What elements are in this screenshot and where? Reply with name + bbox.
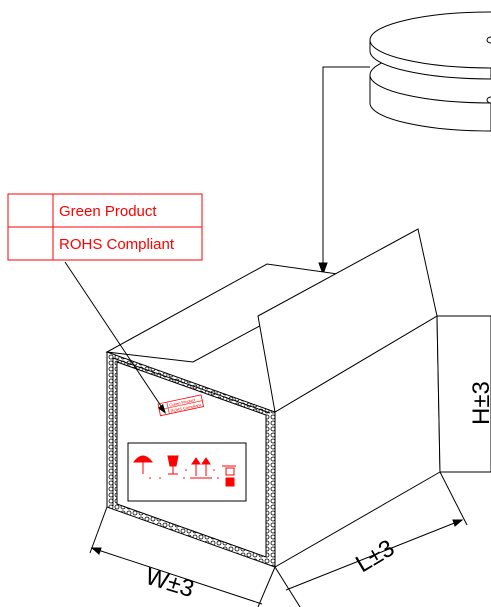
small-compliance-label: Green Product ROHS Compliant [157,394,205,417]
fragile-icon [167,455,179,475]
small-label-row-2: ROHS Compliant [170,402,202,413]
width-dimension [89,506,276,607]
this-way-up-icon [190,457,212,479]
length-dimension-label: L±3 [351,534,399,578]
stack-limit-icon [222,465,236,487]
disc-upper [369,11,491,80]
width-dimension-label: W±3 [142,563,197,603]
height-dimension-label: H±3 [468,381,491,425]
shipping-box [105,228,491,568]
label-row-rohs-compliant: ROHS Compliant [59,236,175,253]
length-dimension [274,471,468,607]
small-label-row-1: Green Product [169,397,196,407]
label-row-green-product: Green Product [59,203,157,220]
stacked-discs [369,11,491,132]
compliance-label-table: Green Product ROHS Compliant [7,193,203,261]
disc-leader-arrow [318,66,370,276]
label-leader-line [64,261,166,413]
keep-dry-icon [132,455,154,474]
box-outer-flap [436,315,491,473]
handling-symbols-label [127,442,247,502]
